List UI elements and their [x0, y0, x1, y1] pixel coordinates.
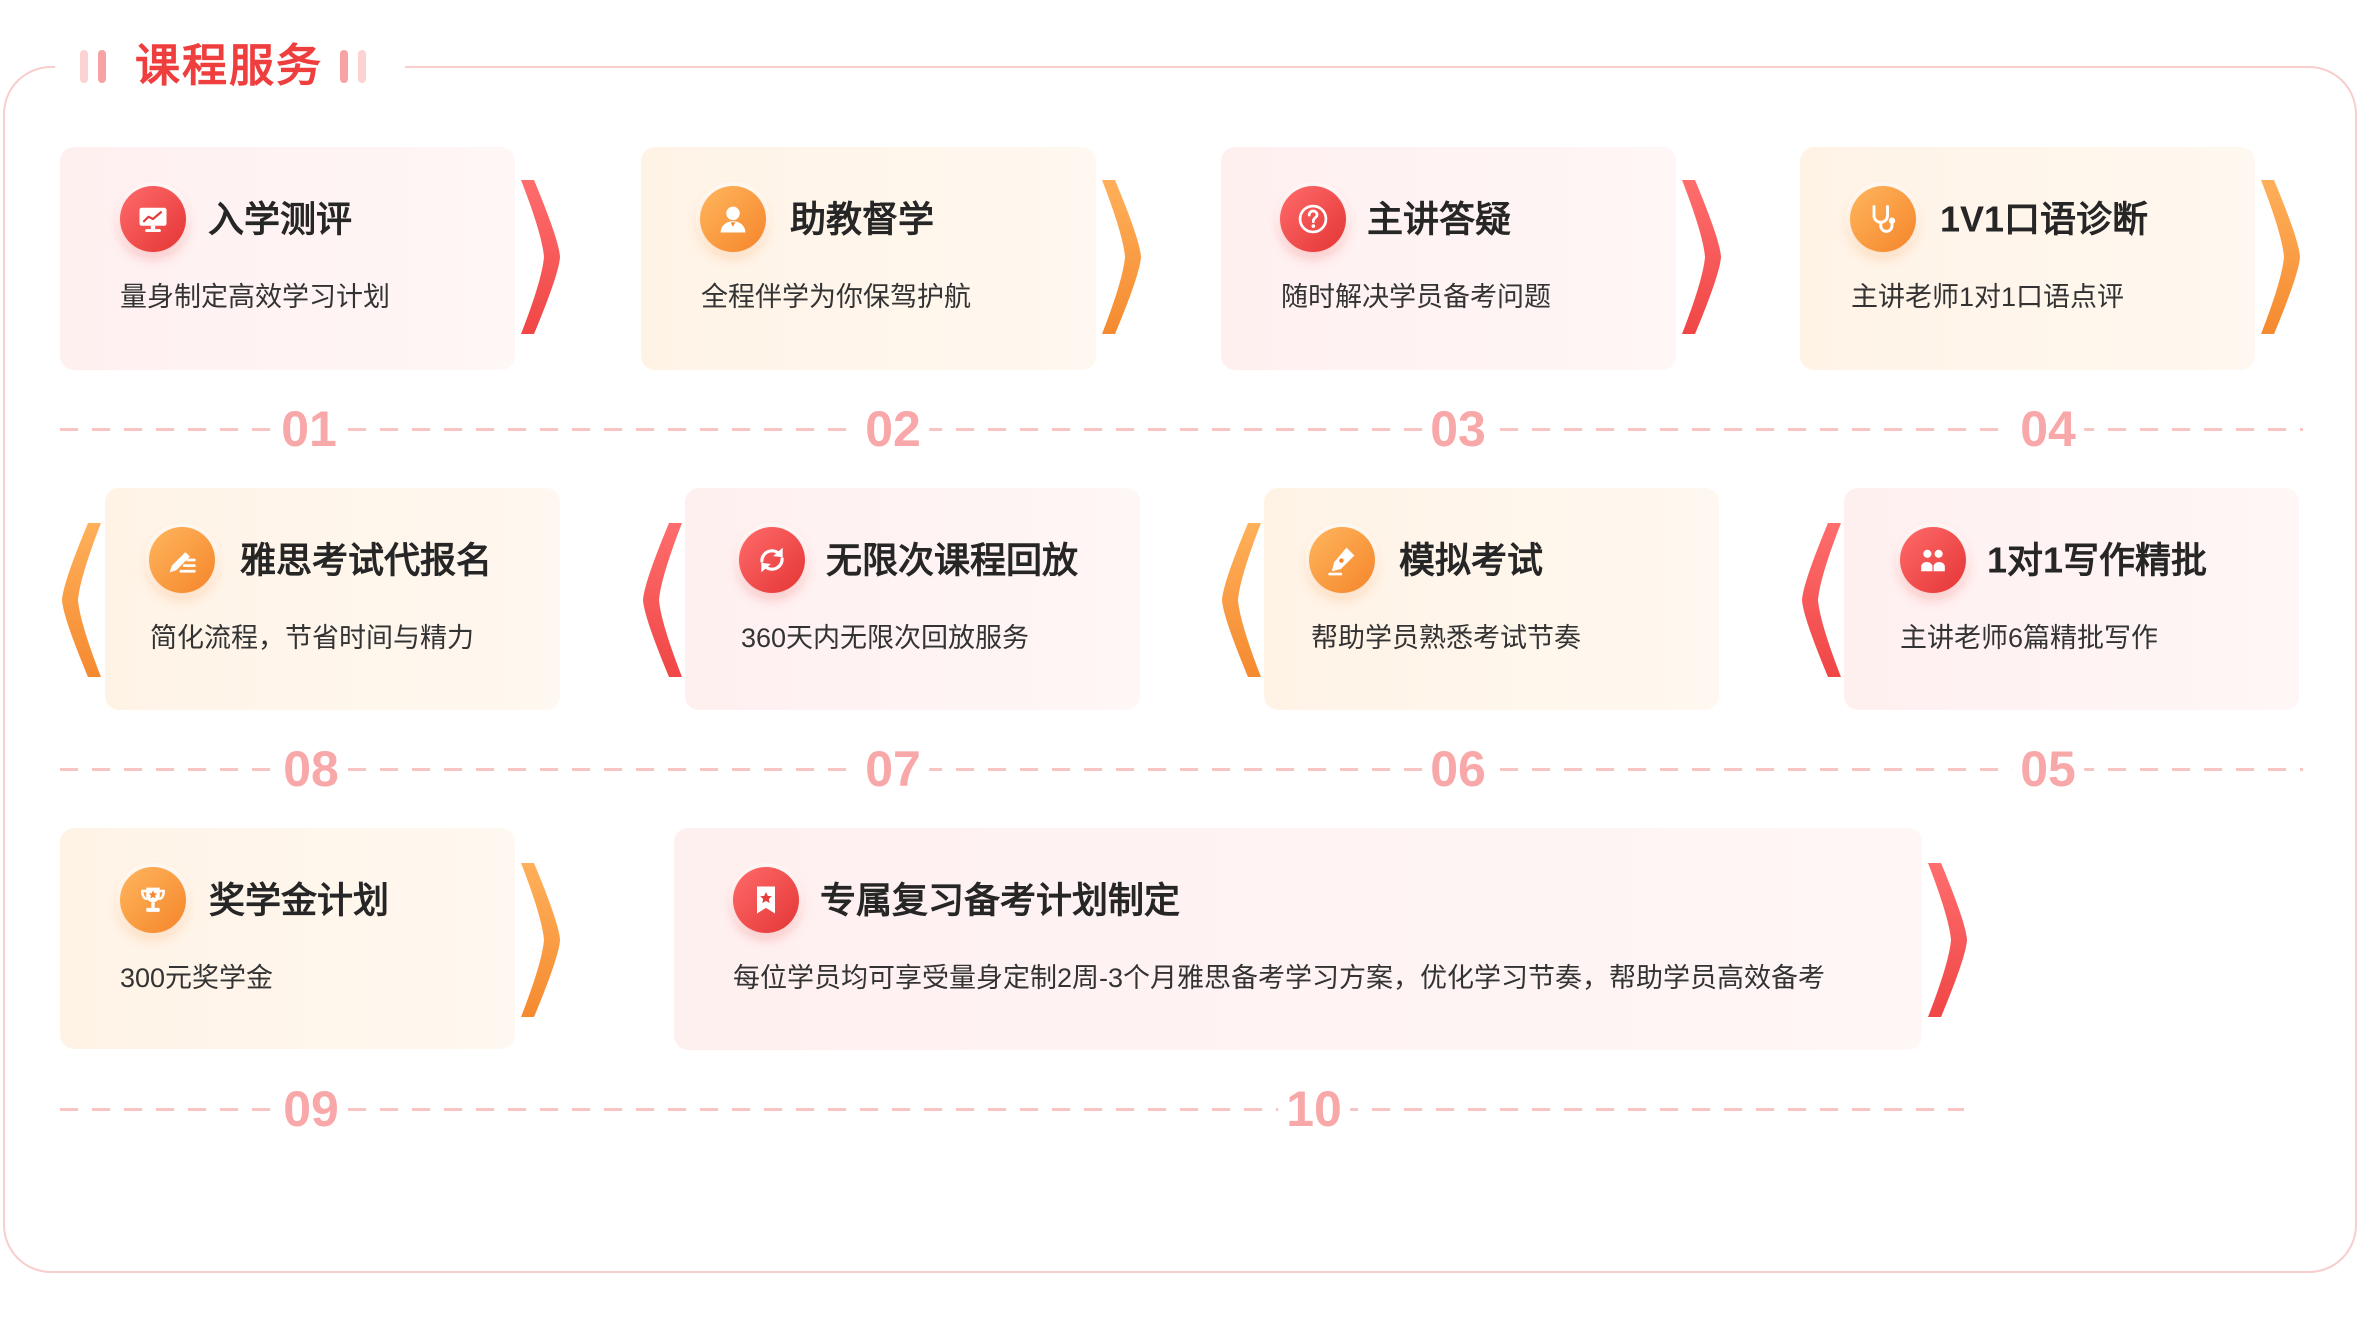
service-card: 主讲答疑 随时解决学员备考问题	[1221, 147, 1676, 370]
card-title: 1对1写作精批	[1987, 539, 2208, 581]
service-card: 奖学金计划 300元奖学金	[60, 828, 515, 1049]
step-number: 02	[857, 404, 929, 454]
card-title: 无限次课程回放	[826, 539, 1079, 581]
service-card: 专属复习备考计划制定 每位学员均可享受量身定制2周-3个月雅思备考学习方案，优化…	[674, 828, 1922, 1050]
card-description: 360天内无限次回放服务	[741, 622, 1030, 653]
card-description: 每位学员均可享受量身定制2周-3个月雅思备考学习方案，优化学习节奏，帮助学员高效…	[733, 962, 1826, 993]
card-description: 主讲老师6篇精批写作	[1900, 622, 2159, 653]
card-description: 全程伴学为你保驾护航	[701, 281, 971, 312]
card-title: 奖学金计划	[209, 879, 390, 921]
card-description: 帮助学员熟悉考试节奏	[1311, 622, 1581, 653]
chevron-right-icon	[2261, 180, 2300, 334]
trophy-icon	[120, 867, 186, 933]
service-card: 无限次课程回放 360天内无限次回放服务	[685, 488, 1140, 710]
dashed-divider	[60, 1108, 1964, 1111]
section-title: 课程服务	[135, 40, 324, 91]
pen-nib-icon	[1309, 527, 1375, 593]
card-title: 入学测评	[208, 198, 353, 240]
step-number: 07	[857, 744, 929, 794]
step-number: 05	[2012, 744, 2084, 794]
card-description: 300元奖学金	[120, 962, 274, 993]
service-card: 助教督学 全程伴学为你保驾护航	[641, 147, 1096, 370]
question-icon	[1280, 186, 1346, 252]
service-card: 模拟考试 帮助学员熟悉考试节奏	[1264, 488, 1719, 710]
title-bar-decoration	[80, 50, 88, 83]
chevron-right-icon	[1928, 863, 1967, 1017]
card-description: 主讲老师1对1口语点评	[1851, 281, 2125, 312]
title-bar-decoration	[98, 50, 106, 83]
stethoscope-icon	[1850, 186, 1916, 252]
monitor-chart-icon	[120, 186, 186, 252]
step-number: 10	[1278, 1084, 1350, 1134]
chevron-right-icon	[521, 863, 560, 1017]
card-title: 1V1口语诊断	[1940, 198, 2149, 240]
chevron-left-icon	[1802, 523, 1841, 677]
chevron-left-icon	[643, 523, 682, 677]
service-card: 雅思考试代报名 简化流程，节省时间与精力	[105, 488, 560, 710]
step-number: 01	[273, 404, 345, 454]
card-title: 主讲答疑	[1367, 198, 1512, 240]
card-description: 量身制定高效学习计划	[120, 281, 390, 312]
step-number: 06	[1422, 744, 1494, 794]
step-number: 03	[1422, 404, 1494, 454]
chevron-right-icon	[1682, 180, 1721, 334]
service-card: 1对1写作精批 主讲老师6篇精批写作	[1844, 488, 2299, 710]
section-frame	[3, 66, 2357, 1273]
card-title: 助教督学	[790, 198, 935, 240]
step-number: 09	[275, 1084, 347, 1134]
title-bar-decoration	[358, 50, 366, 83]
card-title: 雅思考试代报名	[240, 539, 493, 581]
card-title: 模拟考试	[1399, 539, 1544, 581]
card-description: 简化流程，节省时间与精力	[150, 622, 474, 653]
chevron-left-icon	[62, 523, 101, 677]
replay-icon	[739, 527, 805, 593]
bookmark-star-icon	[733, 867, 799, 933]
dashed-divider	[60, 428, 2303, 431]
person-icon	[700, 186, 766, 252]
chevron-right-icon	[1102, 180, 1141, 334]
dashed-divider	[60, 768, 2303, 771]
step-number: 08	[275, 744, 347, 794]
edit-list-icon	[149, 527, 215, 593]
step-number: 04	[2012, 404, 2084, 454]
two-people-icon	[1900, 527, 1966, 593]
service-card: 入学测评 量身制定高效学习计划	[60, 147, 515, 370]
card-title: 专属复习备考计划制定	[820, 879, 1181, 921]
chevron-left-icon	[1222, 523, 1261, 677]
chevron-right-icon	[521, 180, 560, 334]
service-card: 1V1口语诊断 主讲老师1对1口语点评	[1800, 147, 2255, 370]
card-description: 随时解决学员备考问题	[1281, 281, 1551, 312]
title-bar-decoration	[340, 50, 348, 83]
